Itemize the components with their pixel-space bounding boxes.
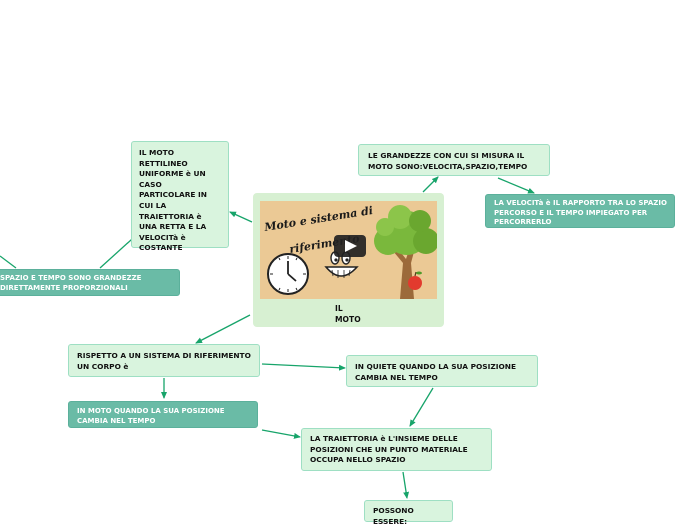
central-topic-label-line2: MOTO [335, 315, 361, 324]
connector-spazio-tempo-offscreen [0, 255, 17, 269]
connector-center-to-rispetto [195, 314, 251, 344]
node-in-moto[interactable]: IN MOTO QUANDO LA SUA POSIZIONE CAMBIA N… [68, 401, 258, 428]
node-moto-rettilineo[interactable]: IL MOTO RETTILINEO UNIFORME è UN CASO PA… [131, 141, 229, 252]
node-in-quiete[interactable]: IN QUIETE QUANDO LA SUA POSIZIONE CAMBIA… [346, 355, 538, 387]
node-spazio-tempo-text: SPAZIO E TEMPO SONO GRANDEZZE DIRETTAMEN… [0, 274, 142, 292]
apple-icon [408, 271, 422, 290]
central-topic-node[interactable]: Moto e sistema di riferimento [253, 193, 444, 327]
connector-center-to-grandezze [422, 176, 439, 193]
connector-grandezze-to-velocita [497, 177, 535, 194]
video-thumbnail[interactable]: Moto e sistema di riferimento [260, 201, 437, 299]
node-rispetto[interactable]: RISPETTO A UN SISTEMA DI RIFERIMENTO UN … [68, 344, 260, 377]
node-traiettoria[interactable]: LA TRAIETTORIA è L'INSIEME DELLE POSIZIO… [301, 428, 492, 471]
node-grandezze[interactable]: LE GRANDEZZE CON CUI SI MISURA IL MOTO S… [358, 144, 550, 176]
node-traiettoria-text: LA TRAIETTORIA è L'INSIEME DELLE POSIZIO… [310, 434, 468, 465]
play-icon [334, 235, 366, 257]
connector-in-moto-to-traiettoria [261, 429, 301, 439]
node-moto-rettilineo-text: IL MOTO RETTILINEO UNIFORME è UN CASO PA… [139, 148, 207, 253]
node-rispetto-text: RISPETTO A UN SISTEMA DI RIFERIMENTO UN … [77, 351, 251, 371]
connector-rispetto-to-in-quiete [261, 363, 346, 371]
connector-in-quiete-to-traiettoria [409, 387, 434, 427]
node-in-moto-text: IN MOTO QUANDO LA SUA POSIZIONE CAMBIA N… [77, 407, 225, 425]
tree-icon [374, 205, 437, 299]
node-velocita[interactable]: LA VELOCITà è IL RAPPORTO TRA LO SPAZIO … [485, 194, 675, 228]
node-grandezze-text: LE GRANDEZZE CON CUI SI MISURA IL MOTO S… [368, 151, 528, 171]
connector-center-to-moto-rettilineo [229, 211, 253, 223]
node-possono-text: POSSONO ESSERE: [373, 506, 414, 526]
node-in-quiete-text: IN QUIETE QUANDO LA SUA POSIZIONE CAMBIA… [355, 362, 516, 382]
clock-icon [267, 253, 309, 295]
node-possono[interactable]: POSSONO ESSERE: [364, 500, 453, 526]
central-topic-label: IL MOTO [335, 303, 375, 325]
thumbnail-title-line1: Moto e sistema di [262, 204, 373, 234]
node-velocita-text: LA VELOCITà è IL RAPPORTO TRA LO SPAZIO … [494, 199, 667, 227]
connector-traiettoria-to-possono [402, 471, 410, 499]
central-topic-label-line1: IL [335, 304, 343, 313]
node-spazio-tempo[interactable]: SPAZIO E TEMPO SONO GRANDEZZE DIRETTAMEN… [0, 269, 180, 296]
